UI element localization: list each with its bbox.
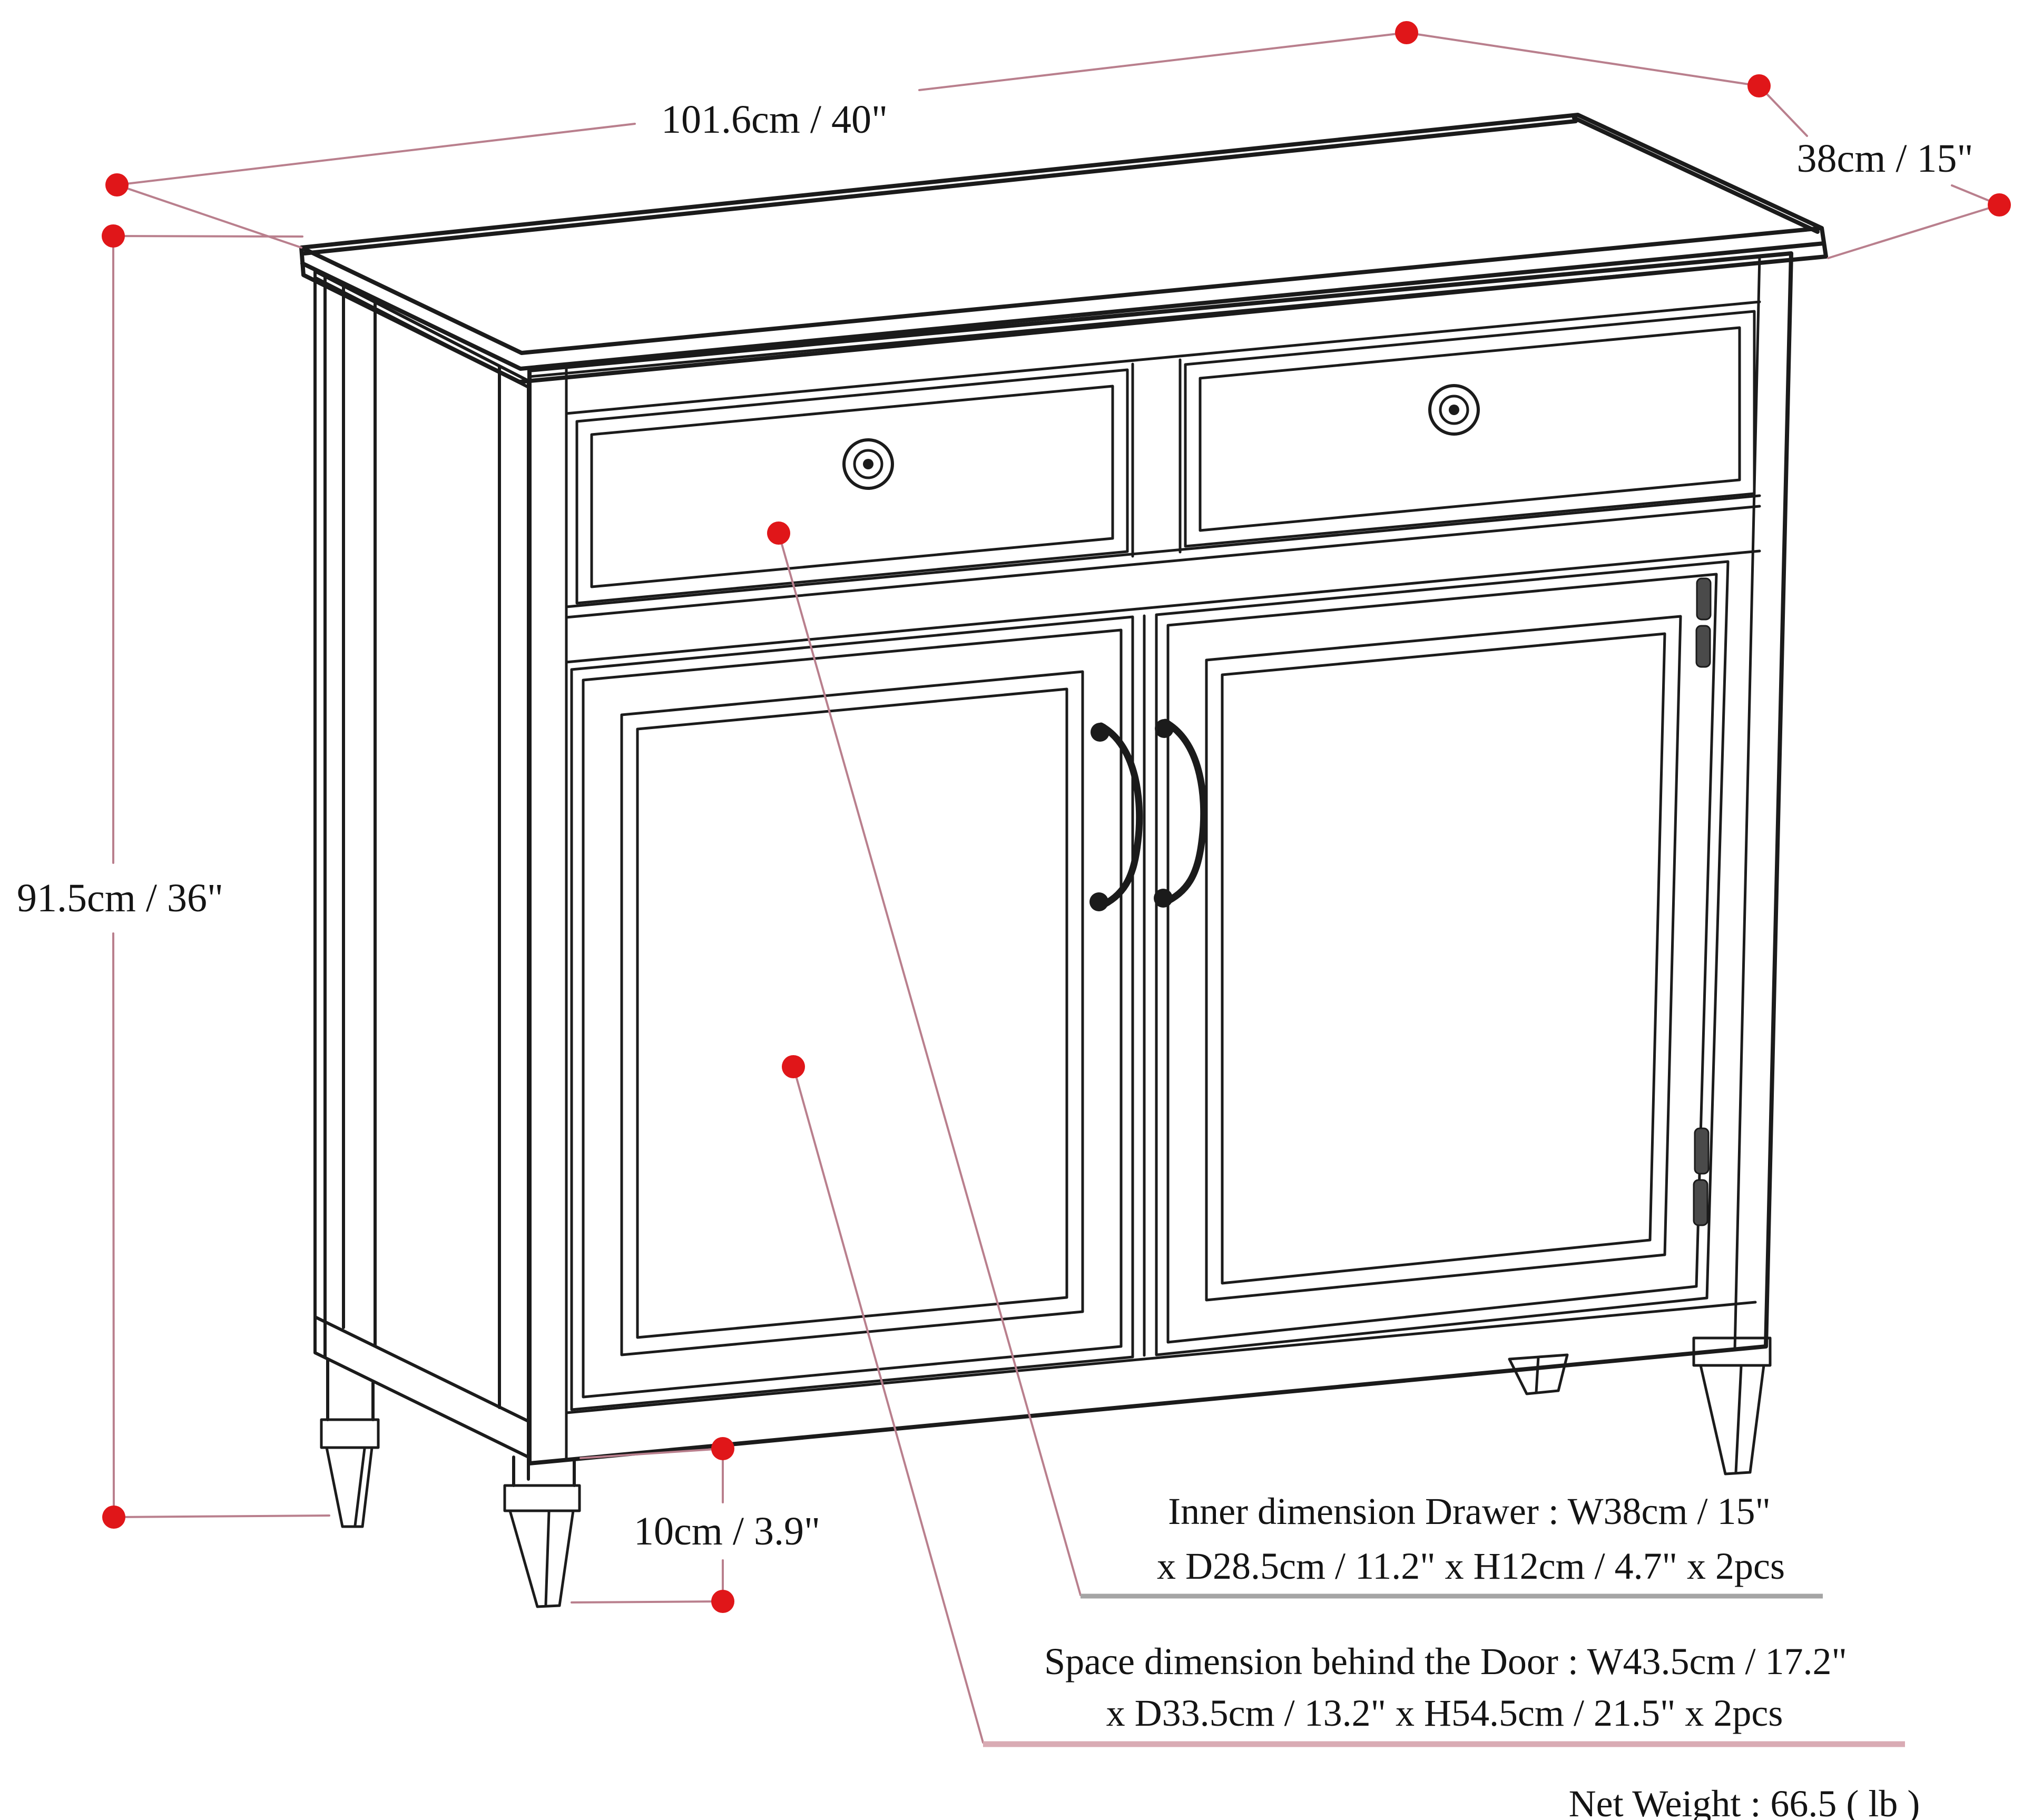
- cabinet-left-side: [313, 270, 576, 1487]
- knob-inner-ring: [853, 449, 883, 479]
- dimension-dot: [1395, 21, 1418, 44]
- drawer-right: [1184, 310, 1756, 548]
- handle-bar: [1095, 722, 1143, 911]
- drawer-note-line1: Inner dimension Drawer : W38cm / 15": [1168, 1490, 1771, 1532]
- door-hinge-upper: [1695, 577, 1712, 668]
- dimension-dot: [105, 173, 129, 196]
- door-handle-left: [1089, 722, 1143, 911]
- door-note-line1: Space dimension behind the Door : W43.5c…: [1044, 1640, 1847, 1683]
- cabinet-front-rails: [528, 255, 1793, 1462]
- dimension-dot: [782, 1055, 805, 1078]
- hinge-barrel: [1695, 625, 1711, 668]
- leg-back-center: [1508, 1353, 1569, 1395]
- handle-mount-bottom: [1154, 889, 1173, 908]
- handle-mount-top: [1091, 723, 1109, 742]
- depth-dimension-label: 38cm / 15": [1797, 136, 1973, 181]
- handle-mount-bottom: [1089, 892, 1108, 911]
- handle-mount-top: [1155, 719, 1174, 738]
- cabinet-front-outline: [527, 251, 1793, 1465]
- knob-inner-ring: [1439, 395, 1469, 425]
- hinge-barrel: [1694, 1127, 1710, 1175]
- width-dimension-label: 101.6cm / 40": [661, 97, 888, 142]
- leg-height-dimension-label: 10cm / 3.9": [634, 1509, 820, 1553]
- door-note-line2: x D33.5cm / 13.2" x H54.5cm / 21.5" x 2p…: [1106, 1692, 1783, 1734]
- handle-bar: [1160, 719, 1207, 907]
- dimension-dot: [1988, 193, 2011, 217]
- dimension-dot: [102, 1506, 125, 1529]
- depth-dimension-line: [1406, 32, 2000, 259]
- drawer-note-leader-line: [778, 532, 1082, 1596]
- door-hinge-lower: [1693, 1127, 1710, 1226]
- height-dimension-line: [112, 235, 330, 1518]
- door-handle-right: [1154, 719, 1207, 908]
- door-left: [570, 615, 1134, 1411]
- knob-center: [1449, 405, 1459, 415]
- hinge-barrel: [1696, 577, 1712, 621]
- drawer-knob-left: [842, 438, 894, 490]
- leg-dimension-line: [571, 1448, 724, 1603]
- dimension-dot: [711, 1437, 734, 1460]
- leg-front-right: [1692, 1336, 1772, 1475]
- dimension-annotations: 101.6cm / 40" 38cm / 15" 91.5cm / 36" 10…: [17, 21, 2011, 1747]
- drawer-note-line2: x D28.5cm / 11.2" x H12cm / 4.7" x 2pcs: [1157, 1545, 1785, 1587]
- drawer-left: [575, 368, 1129, 605]
- door-right: [1155, 560, 1730, 1356]
- knob-outer-ring: [842, 438, 894, 490]
- dimension-dot: [1747, 74, 1771, 97]
- drawer-knob-right: [1428, 384, 1480, 436]
- net-weight-note: Net Weight : 66.5 ( lb ): [1569, 1783, 1920, 1820]
- dimension-dot: [102, 224, 125, 248]
- knob-outer-ring: [1428, 384, 1480, 436]
- leg-front-left: [503, 1484, 581, 1608]
- dimension-dot: [767, 522, 790, 545]
- hinge-barrel: [1693, 1179, 1708, 1226]
- notes: Inner dimension Drawer : W38cm / 15" x D…: [1044, 1490, 1920, 1820]
- knob-center: [863, 459, 873, 469]
- height-dimension-label: 91.5cm / 36": [17, 876, 223, 920]
- cabinet-drawing: [299, 113, 1828, 1608]
- door-note-leader-line: [792, 1066, 984, 1744]
- leg-back-left: [320, 1418, 380, 1528]
- dimension-dot: [711, 1590, 734, 1613]
